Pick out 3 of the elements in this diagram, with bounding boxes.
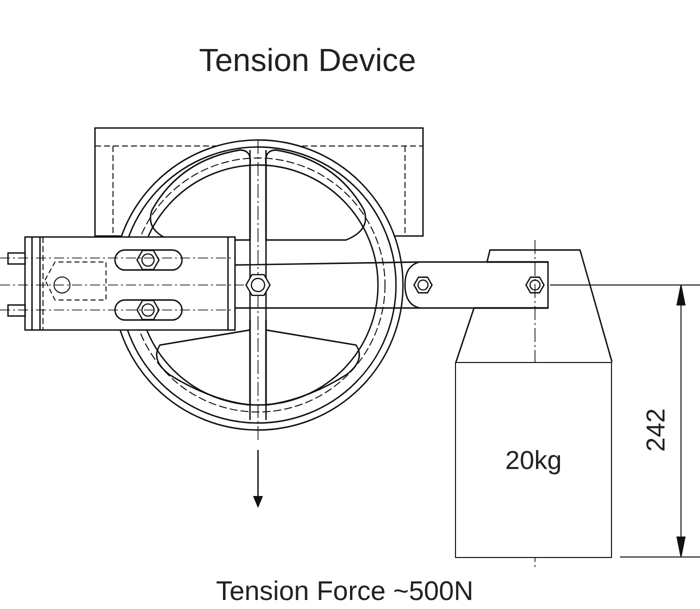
diagram-title: Tension Device xyxy=(199,41,416,80)
diagram-caption: Tension Force ~500N xyxy=(216,575,474,607)
counterweight-block xyxy=(455,362,612,558)
